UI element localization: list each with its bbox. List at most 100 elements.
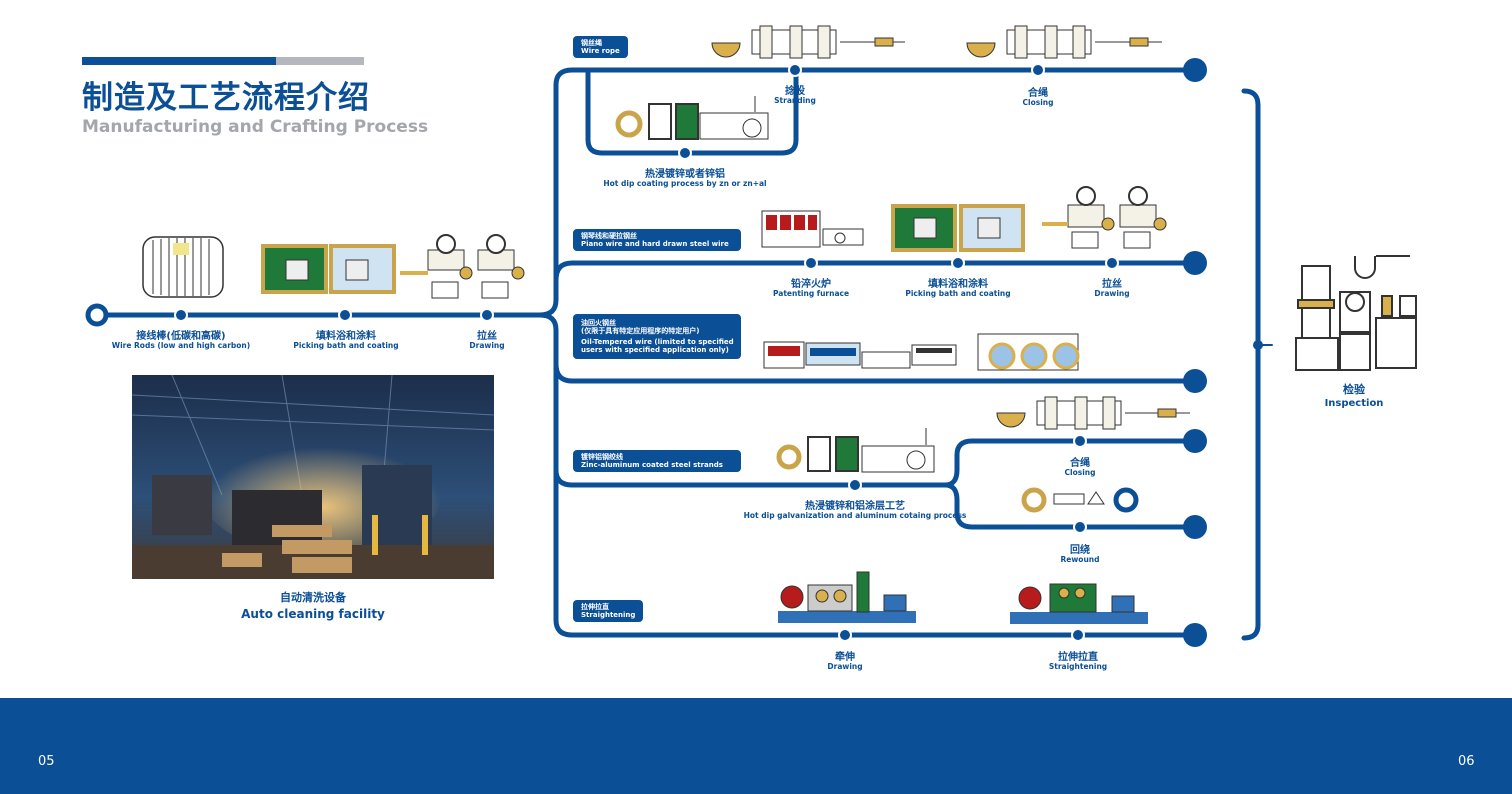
step-pickling-2: 填料浴和涂料 Picking bath and coating [905, 279, 1010, 298]
inspection-node [1253, 340, 1263, 350]
tag-wire-rope-zh: 钢丝绳 [581, 39, 602, 47]
hot-dip-coating-icon [615, 96, 769, 140]
start-node [85, 303, 109, 327]
inspection-label: 检验 Inspection [1324, 383, 1384, 410]
step-dot-straighten [1071, 628, 1085, 642]
inspection-bracket [1241, 88, 1261, 641]
straightening-machine-icon [1010, 583, 1148, 624]
step-patenting: 铅淬火炉 Patenting furnace [773, 279, 849, 298]
step-draw-stretch: 牵伸 Drawing [827, 652, 862, 671]
step-pickling-2-en: Picking bath and coating [905, 289, 1011, 298]
end-node-piano-wire [1183, 251, 1207, 275]
patenting-furnace-icon [761, 210, 864, 248]
step-closing-zh: 合绳 [1027, 88, 1048, 99]
pickling-tank-icon [261, 244, 396, 294]
step-pickling-zh: 填料浴和涂料 [315, 331, 376, 342]
step-drawing-2-zh: 拉丝 [1101, 279, 1122, 290]
step-dot-drawing-2 [1105, 256, 1119, 270]
closing-machine-icon [966, 25, 1162, 59]
step-straighten-zh: 拉伸拉直 [1057, 652, 1098, 663]
step-galvanization: 热浸镀锌和铝涂层工艺 Hot dip galvanization and alu… [744, 501, 967, 520]
wire-rod-coil-icon [142, 236, 224, 298]
tag-zinc-aluminum-en: Zinc-aluminum coated steel strands [581, 461, 723, 470]
piano-wire-line [553, 260, 1198, 283]
step-dot-draw-stretch [838, 628, 852, 642]
step-closing-en: Closing [1022, 98, 1054, 107]
rewind-machine-icon [1021, 487, 1139, 513]
photo-caption-zh: 自动清洗设备 [280, 591, 346, 604]
page-number-left: 05 [38, 754, 55, 769]
page-number-right: 06 [1458, 754, 1475, 769]
step-stranding-zh: 捻股 [784, 86, 805, 97]
oil-tempered-machine-icon [763, 333, 1080, 371]
tag-straightening-en: Straightening [581, 611, 636, 620]
step-closing-2-zh: 合绳 [1069, 458, 1090, 469]
step-closing: 合绳 Closing [1023, 88, 1054, 107]
end-node-straightening [1183, 623, 1207, 647]
drawing-machine-icon [400, 234, 525, 299]
step-closing-2: 合绳 Closing [1065, 458, 1096, 477]
end-node-zinc-closing [1183, 429, 1207, 453]
tag-wire-rope-en: Wire rope [581, 47, 620, 56]
step-draw-stretch-zh: 牵伸 [834, 652, 855, 663]
footer-bar [0, 698, 1512, 794]
tag-straightening: 拉伸拉直 Straightening [573, 600, 644, 623]
end-node-wire-rope [1183, 58, 1207, 82]
step-galvanization-en: Hot dip galvanization and aluminum cotai… [743, 511, 967, 520]
step-dot-pickling-2 [951, 256, 965, 270]
zinc-closing-line [942, 438, 1198, 488]
step-closing-2-en: Closing [1064, 468, 1096, 477]
step-patenting-zh: 铅淬火炉 [790, 279, 831, 290]
tag-oil-tempered-note: (仅限于具有特定应用程序的特定用户) [581, 327, 700, 336]
inspection-en: Inspection [1324, 398, 1384, 410]
tag-piano-wire: 钢琴线和硬拉钢丝 Piano wire and hard drawn steel… [573, 229, 741, 252]
page-title: 制造及工艺流程介绍 [82, 80, 370, 116]
zinc-line [553, 467, 948, 488]
step-pickling-2-zh: 填料浴和涂料 [927, 279, 988, 290]
tag-zinc-aluminum: 镀锌铝钢绞线 Zinc-aluminum coated steel strand… [573, 450, 741, 473]
step-pickling: 填料浴和涂料 Picking bath and coating [293, 331, 398, 350]
end-node-zinc-rewound [1183, 515, 1207, 539]
step-drawing: 拉丝 Drawing [469, 331, 504, 350]
step-straighten-en: Straightening [1048, 662, 1108, 671]
step-drawing-en: Drawing [469, 341, 505, 350]
tag-straightening-zh: 拉伸拉直 [581, 603, 609, 611]
step-dot-rewound [1073, 520, 1087, 534]
tag-piano-wire-en: Piano wire and hard drawn steel wire [581, 240, 729, 249]
step-dot-hot-dip [678, 146, 692, 160]
inspection-zh: 检验 [1342, 383, 1365, 396]
step-dot-wire-rods [174, 308, 188, 322]
page-subtitle: Manufacturing and Crafting Process [82, 117, 429, 137]
step-hot-dip-zh: 热浸镀锌或者锌铝 [645, 169, 725, 180]
step-rewound-en: Rewound [1060, 555, 1100, 564]
title-accent-bar-grey [276, 57, 364, 65]
step-patenting-en: Patenting furnace [772, 289, 850, 298]
photo-caption-en: Auto cleaning facility [241, 607, 385, 621]
closing-machine-icon-2 [996, 396, 1190, 430]
tag-oil-tempered-en2: users with specified application only) [581, 346, 729, 355]
zinc-rewound-line [942, 482, 1198, 530]
inspection-equipment-icon [1295, 255, 1417, 371]
photo-caption: 自动清洗设备 Auto cleaning facility [241, 589, 385, 621]
step-drawing-2: 拉丝 Drawing [1094, 279, 1129, 298]
tag-oil-tempered-zh: 油回火钢丝 [581, 319, 616, 327]
end-node-oil-tempered [1183, 369, 1207, 393]
step-dot-closing-2 [1073, 434, 1087, 448]
tag-wire-rope: 钢丝绳 Wire rope [573, 36, 628, 59]
step-rewound: 回绕 Rewound [1061, 545, 1100, 564]
step-dot-galvanization [848, 478, 862, 492]
drawing-machine-icon-2 [1042, 186, 1167, 249]
tag-oil-tempered: 油回火钢丝 (仅限于具有特定应用程序的特定用户) Oil-Tempered wi… [573, 314, 741, 360]
tag-piano-wire-zh: 钢琴线和硬拉钢丝 [581, 232, 637, 240]
step-dot-pickling [338, 308, 352, 322]
step-dot-drawing [480, 308, 494, 322]
pickling-tank-icon-2 [891, 204, 1025, 252]
process-flow-diagram [85, 25, 1417, 647]
step-drawing-zh: 拉丝 [476, 331, 497, 342]
tag-zinc-aluminum-zh: 镀锌铝钢绞线 [581, 453, 623, 461]
stranding-machine-icon [711, 25, 905, 59]
step-straighten: 拉伸拉直 Straightening [1049, 652, 1107, 671]
step-rewound-zh: 回绕 [1070, 545, 1090, 556]
wire-rope-line [537, 67, 1198, 318]
step-wire-rods-zh: 接线棒(低碳和高碳) [136, 331, 226, 342]
